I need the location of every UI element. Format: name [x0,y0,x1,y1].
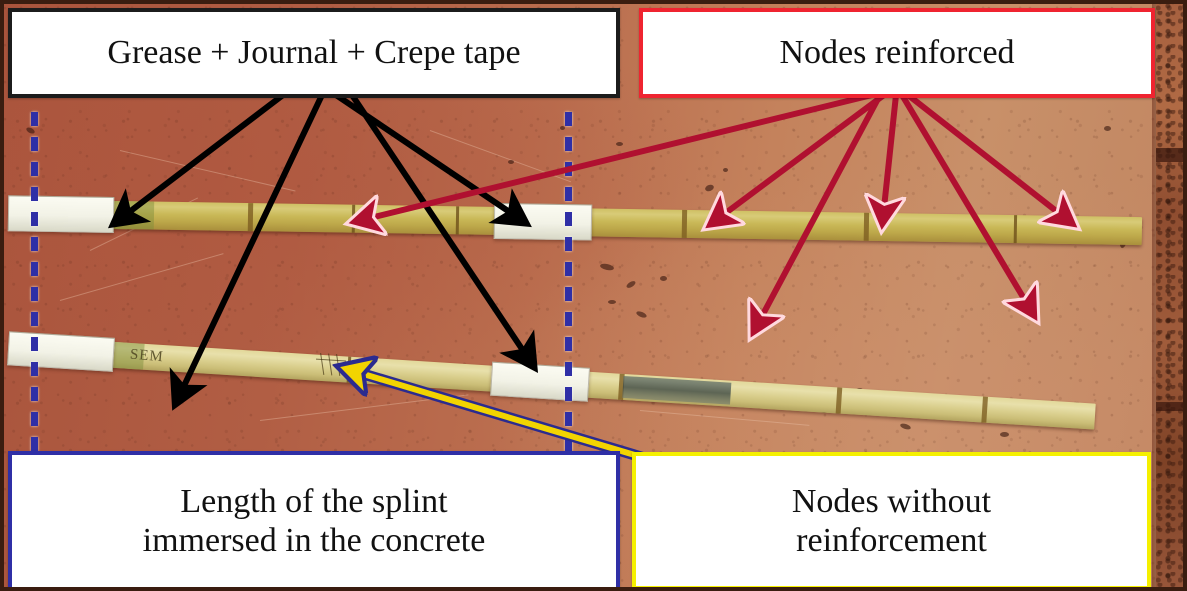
lower-splint-tape-left [7,331,115,372]
slab-blemish [1104,126,1111,131]
immersion-boundary-right [565,112,572,452]
slab-blemish [508,160,514,164]
slab-blemish [616,142,623,146]
upper-splint-green-zone [113,200,155,230]
callout-length-line1: Length of the splint [180,482,448,520]
callout-nodes-without-line1: Nodes without [791,482,992,520]
callout-length-of-splint[interactable]: Length of the splint immersed in the con… [8,451,620,591]
upper-splint-tape-right [493,202,593,241]
immersion-boundary-left [31,112,38,452]
callout-nodes-reinforced[interactable]: Nodes reinforced [639,8,1155,98]
callout-nodes-without-lines: Nodes without reinforcement [772,482,1011,561]
callout-length-lines: Length of the splint immersed in the con… [123,482,506,561]
callout-nodes-without-line2: reinforcement [796,522,987,559]
upper-splint-node-5 [863,212,870,241]
sem-handwriting: SEM [129,346,165,366]
callout-length-line2: immersed in the concrete [142,522,486,559]
upper-splint-node-6 [1013,215,1018,244]
callout-grease-label: Grease + Journal + Crepe tape [107,34,521,72]
slab-blemish [608,300,616,304]
slab-blemish [723,168,728,172]
upper-splint-node-1 [247,203,254,232]
lower-splint-tape-right [490,361,591,402]
upper-splint-node-4 [681,209,688,238]
callout-nodes-without-reinforcement[interactable]: Nodes without reinforcement [632,452,1151,590]
callout-nodes-reinforced-label: Nodes reinforced [779,34,1015,72]
callout-grease-journal-crepe-tape[interactable]: Grease + Journal + Crepe tape [8,8,620,98]
upper-splint-node-3 [455,206,460,235]
slab-joint-shadow [1156,148,1187,162]
upper-splint-node-2 [351,204,356,233]
slab-blemish [660,276,667,281]
slab-edge [1152,0,1156,591]
slab-joint-shadow [1156,402,1187,411]
gravel-ground [1156,0,1187,591]
upper-splint-tape-left [7,195,115,233]
slab-blemish [1000,432,1009,437]
